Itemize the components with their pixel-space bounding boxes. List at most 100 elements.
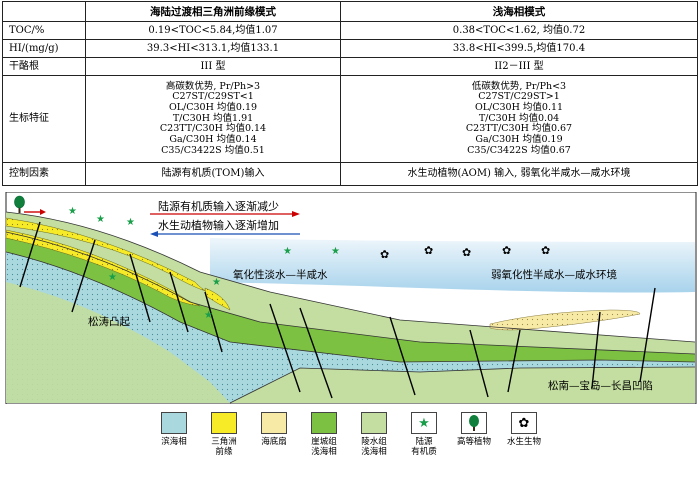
table-row: HI/(mg/g) 39.3<HI<313.1,均值133.1 33.8<HI<… [2, 39, 698, 58]
basement-left [6, 282, 230, 403]
fault [639, 287, 656, 383]
legend: 滨海相 三角洲 前缘 海底扇 崖城组 浅海相 陵水组 浅海相 ★ 陆源 有机质 [146, 404, 566, 474]
parameter-table: 海陆过渡相三角洲前缘模式 浅海相模式 TOC/% 0.19<TOC<5.84,均… [2, 1, 698, 186]
legend-swatch [261, 412, 287, 434]
biomarker-line: C35/C3422S 均值0.67 [467, 144, 571, 156]
input-arrows [24, 209, 300, 237]
delta-front-lobe [204, 287, 231, 311]
label-uplift: 松涛凸起 [88, 315, 130, 328]
label-env-left: 氧化性淡水—半咸水 [233, 268, 328, 281]
tree-crown [14, 195, 25, 209]
horizon-line [5, 251, 696, 363]
label-tom-decrease: 陆源有机质输入逐渐减少 [158, 199, 279, 213]
legend-swatch [311, 412, 337, 434]
legend-item-yacheng: 崖城组 浅海相 [296, 412, 352, 457]
table-row: TOC/% 0.19<TOC<5.84,均值1.07 0.38<TOC<1.62… [2, 21, 698, 40]
tom-star: ★ [126, 217, 135, 228]
fault [507, 329, 521, 393]
biomarker-line: T/C30H 均值0.04 [478, 112, 560, 124]
section-labels: 陆源有机质输入逐渐减少 水生动植物输入逐渐增加 氧化性淡水—半咸水 弱氧化性半咸… [88, 199, 653, 392]
sea-water [210, 238, 695, 293]
tom-star: ★ [283, 246, 292, 257]
fault [204, 291, 223, 353]
row-label-control: 控制因素 [2, 162, 86, 186]
geological-section: ★ ★ ★ ★ ★ ★ ★ ★ ✿ ✿ ✿ ✿ ✿ [5, 192, 697, 404]
tom-star: ★ [331, 246, 340, 257]
kerogen-shallow-sea: II2－III 型 [340, 57, 698, 76]
legend-label: 滨海相 [161, 437, 187, 447]
horizon-line [229, 366, 696, 404]
biomarker-line: T/C30H 均值1.91 [172, 112, 254, 124]
decrease-arrowhead [292, 211, 300, 217]
row-label-hi: HI/(mg/g) [2, 39, 86, 58]
biomarker-line: OL/C30H 均值0.19 [168, 101, 258, 113]
legend-swatch [161, 412, 187, 434]
legend-label: 陆源 有机质 [411, 437, 437, 457]
star-icon: ★ [411, 412, 437, 434]
increase-arrowhead [150, 231, 158, 237]
tom-star: ★ [96, 214, 105, 225]
toc-shallow-sea: 0.38<TOC<1.62, 均值0.72 [340, 21, 698, 40]
legend-label: 海底扇 [261, 437, 287, 447]
legend-item-lingshui: 陵水组 浅海相 [346, 412, 402, 457]
legend-item-delta-front: 三角洲 前缘 [196, 412, 252, 457]
aquatic-organism-icon: ✿ [511, 412, 537, 434]
biomarker-line: Ga/C30H 均值0.14 [169, 134, 257, 146]
tom-arrowhead [40, 209, 46, 215]
fault [591, 311, 601, 389]
label-aom-increase: 水生动植物输入逐渐增加 [158, 218, 279, 232]
aquatic-organism-icon: ✿ [424, 244, 433, 257]
fault [19, 221, 41, 288]
legend-item-aquatic-organisms: ✿ 水生生物 [496, 412, 552, 447]
tree-trunk [18, 205, 21, 213]
row-label-kerogen: 干酪根 [2, 57, 86, 76]
table-row: 控制因素 陆源有机质(TOM)输入 水生动植物(AOM) 输入, 弱氧化半咸水—… [2, 162, 698, 186]
aquatic-organism-icon: ✿ [502, 244, 511, 257]
aquatic-organism-markers: ✿ ✿ ✿ ✿ ✿ [380, 244, 550, 261]
table-corner [2, 1, 86, 22]
legend-swatch [211, 412, 237, 434]
biomarker-line: C23TT/C30H 均值0.67 [465, 123, 573, 135]
label-env-right: 弱氧化性半咸水—咸水环境 [491, 268, 617, 281]
legend-label: 水生生物 [506, 437, 541, 447]
label-depression: 松南—宝岛—长昌凹陷 [548, 379, 653, 392]
tree-icon [461, 412, 487, 434]
biomarker-line: 高碳数优势, Pr/Ph>3 [165, 80, 261, 92]
horizon-line [5, 211, 696, 343]
col-title-transition: 海陆过渡相三角洲前缘模式 [85, 1, 341, 22]
row-label-toc: TOC/% [2, 21, 86, 40]
biomarker-line: Ga/C30H 均值0.19 [475, 134, 563, 146]
legend-label: 高等植物 [456, 437, 491, 447]
biomarker-line: OL/C30H 均值0.11 [474, 101, 564, 113]
table-row: 干酪根 III 型 II2－III 型 [2, 57, 698, 76]
biomarker-shallow-sea: 低碳数优势, Pr/Ph<3 C27ST/C29ST>1 OL/C30H 均值0… [340, 75, 698, 163]
legend-label: 崖城组 浅海相 [311, 437, 337, 457]
biomarker-line: 低碳数优势, Pr/Ph<3 [471, 80, 567, 92]
biomarker-line: C27ST/C29ST<1 [172, 91, 254, 103]
tom-star: ★ [68, 206, 77, 217]
hi-transition: 39.3<HI<313.1,均值133.1 [85, 39, 341, 58]
fault [469, 329, 489, 398]
legend-item-littoral: 滨海相 [146, 412, 202, 447]
tree-icon [14, 195, 25, 213]
legend-label: 三角洲 前缘 [211, 437, 237, 457]
toc-transition: 0.19<TOC<5.84,均值1.07 [85, 21, 341, 40]
legend-label: 陵水组 浅海相 [361, 437, 387, 457]
fault [269, 303, 301, 393]
tom-star: ★ [212, 277, 221, 288]
basement-right [230, 367, 695, 403]
legend-item-submarine-fan: 海底扇 [246, 412, 302, 447]
legend-item-higher-plants: 高等植物 [446, 412, 502, 447]
legend-item-terrigenous-organic: ★ 陆源 有机质 [396, 412, 452, 457]
aquatic-organism-icon: ✿ [462, 246, 471, 259]
fault [169, 271, 189, 333]
aquatic-organism-icon: ✿ [541, 244, 550, 257]
biomarker-line: C27ST/C29ST>1 [478, 91, 560, 103]
control-transition: 陆源有机质(TOM)输入 [85, 162, 341, 186]
tom-star: ★ [108, 272, 117, 283]
table-row: 生标特征 高碳数优势, Pr/Ph>3 C27ST/C29ST<1 OL/C30… [2, 75, 698, 163]
kerogen-transition: III 型 [85, 57, 341, 76]
table-header-row: 海陆过渡相三角洲前缘模式 浅海相模式 [2, 1, 698, 22]
biomarker-transition: 高碳数优势, Pr/Ph>3 C27ST/C29ST<1 OL/C30H 均值0… [85, 75, 341, 163]
